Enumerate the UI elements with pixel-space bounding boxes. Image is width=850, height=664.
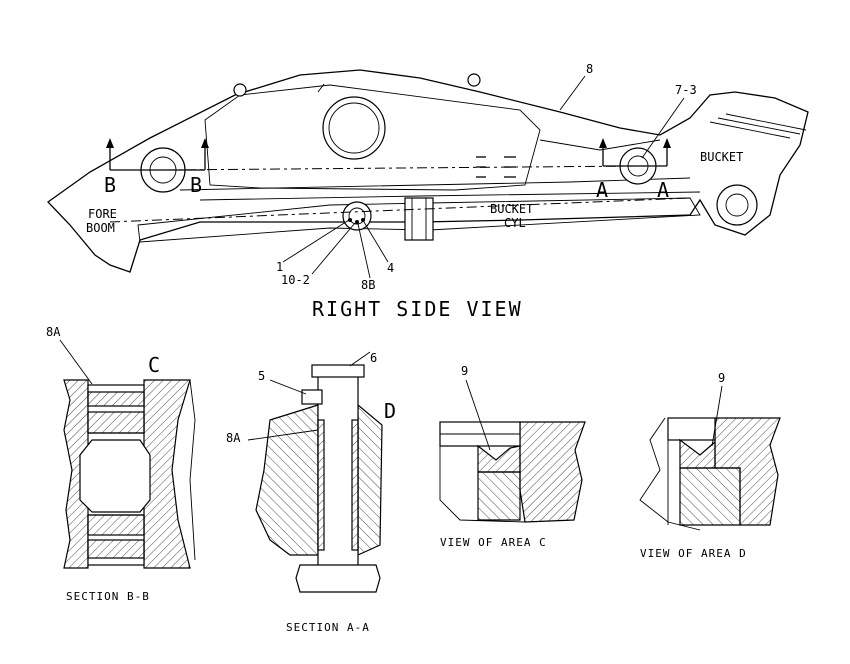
bucket-edge-hatch [709,113,807,139]
callout-8a-aa: 8A [226,431,241,445]
fore-boom-label-line2: BOOM [86,221,115,235]
leader-8a-aa [247,429,319,441]
bearing-lower-ring-1 [87,514,145,536]
access-hole-inner [328,102,380,154]
leader-1 [282,219,350,263]
view-c-housing [519,421,586,523]
centerline-upper [164,165,641,171]
cylinder-collar [404,197,434,241]
leader-6 [349,351,371,367]
section-aa-left-boss [255,404,319,556]
section-bb-break-line [189,379,196,561]
centerline-lower [109,197,691,223]
section-bb-pin-bore [79,439,151,513]
view-d-seal [679,438,716,469]
stick-outline [47,69,809,273]
view-c-caption: VIEW OF AREA C [440,536,547,549]
callout-5: 5 [258,369,265,383]
grease-fitting-mark [317,83,325,93]
stick-lower-rail [179,177,701,201]
leader-5 [269,379,307,395]
bearing-upper-ring-2 [87,411,145,434]
callout-8b: 8B [361,278,375,292]
section-aa-retainer [301,389,323,405]
bucket-cyl-label-line2: CYL [504,216,526,230]
section-mark-a [599,138,671,167]
lift-eye-right [467,73,481,87]
stick-top-rail [539,139,661,151]
callout-9-c: 9 [461,364,468,378]
fore-boom-label-line1: FORE [88,207,117,221]
callout-8: 8 [586,62,593,76]
section-aa-bushing-right [351,419,359,551]
callout-7-3: 7-3 [675,83,697,97]
leader-8 [559,75,586,111]
area-d-label: D [384,399,396,423]
access-hole-outer [322,96,386,160]
bearing-lower-ring-2 [87,539,145,559]
callout-4: 4 [387,261,394,275]
area-c-label: C [148,353,160,377]
view-d-pin [667,417,716,441]
bucket-pin-outer [716,184,758,226]
leader-9-d [711,385,723,447]
view-d-caption: VIEW OF AREA D [640,547,747,560]
bucket-pin-inner [725,193,749,217]
section-aa: 6 5 8A D SECTION A-A [226,351,396,634]
leader-7-3 [641,97,685,159]
stick-side-plate [204,84,541,191]
view-c-bearing [477,471,521,521]
leader-10-2 [311,222,356,275]
lift-eye-left [233,83,247,97]
leader-9-c [465,379,491,451]
section-aa-bushing-left [317,419,325,551]
section-aa-pin [317,371,359,591]
view-area-d: 9 VIEW OF AREA D [639,371,781,560]
slot-marks [476,156,516,178]
callout-10-2: 10-2 [281,273,310,287]
leader-8a-bb [59,339,93,385]
view-c-seal [477,444,521,473]
section-aa-right-boss [357,403,383,556]
section-mark-b [106,138,209,171]
section-aa-caption: SECTION A-A [286,621,370,634]
leader-4 [363,221,389,263]
callout-8a-bb: 8A [46,325,61,339]
section-a-left-label: A [596,178,608,202]
section-bb: 8A C SECTION B-B [46,325,196,603]
view-d-break-line [639,417,701,531]
callout-1: 1 [276,260,283,274]
leader-8b [357,223,371,279]
view-c-break-line [439,425,526,523]
section-aa-pin-head [311,364,365,378]
view-title: RIGHT SIDE VIEW [312,297,523,321]
section-a-right-label: A [657,178,669,202]
section-aa-pin-end [295,564,381,593]
section-b-right-label: B [190,173,202,197]
section-bb-caption: SECTION B-B [66,590,150,603]
callout-9-d: 9 [718,371,725,385]
bearing-upper-ring-1 [87,391,145,407]
view-area-c: 9 VIEW OF AREA C [439,364,586,549]
bucket-label: BUCKET [700,150,743,164]
right-side-view: B B A A 8 7-3 1 10-2 8B 4 FORE BOOM BUCK… [47,62,809,292]
section-b-left-label: B [104,173,116,197]
bucket-cyl-label-line1: BUCKET [490,202,533,216]
section-bb-right-wall [143,379,191,569]
view-d-bearing [679,467,741,526]
callout-6: 6 [370,351,377,365]
cylinder-pin-outer [342,201,372,231]
